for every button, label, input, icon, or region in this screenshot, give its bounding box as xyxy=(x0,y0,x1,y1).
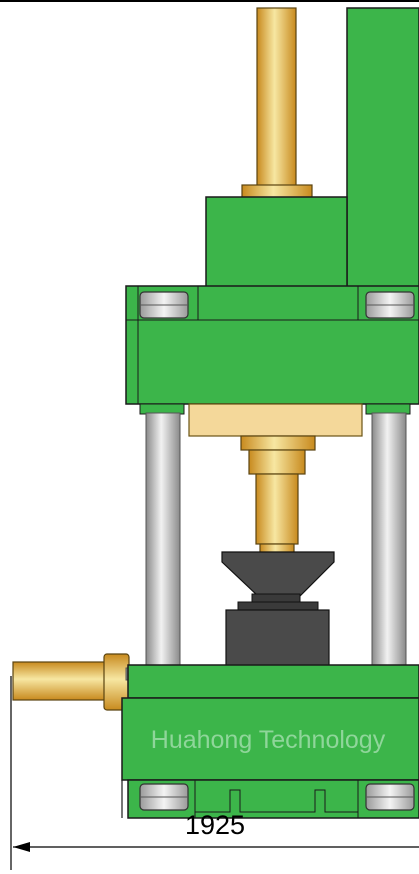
watermark-text: Huahong Technology xyxy=(151,726,386,754)
anchor-nut-icon xyxy=(365,291,415,319)
moving-platen xyxy=(188,403,363,451)
cylinder-housing xyxy=(205,196,348,291)
anchor-nut-icon xyxy=(139,291,189,319)
ram-rod xyxy=(248,449,306,557)
top-cylinder-rod xyxy=(241,7,313,199)
dimension-label: 1925 xyxy=(185,810,245,840)
right-column-frame xyxy=(346,7,419,299)
anchor-nut-icon xyxy=(139,783,189,811)
dimension-arrow-icon xyxy=(10,676,419,870)
anchor-nut-icon xyxy=(365,783,415,811)
tie-rod-column-icon xyxy=(139,403,185,699)
tie-rod-column-icon xyxy=(365,403,411,699)
